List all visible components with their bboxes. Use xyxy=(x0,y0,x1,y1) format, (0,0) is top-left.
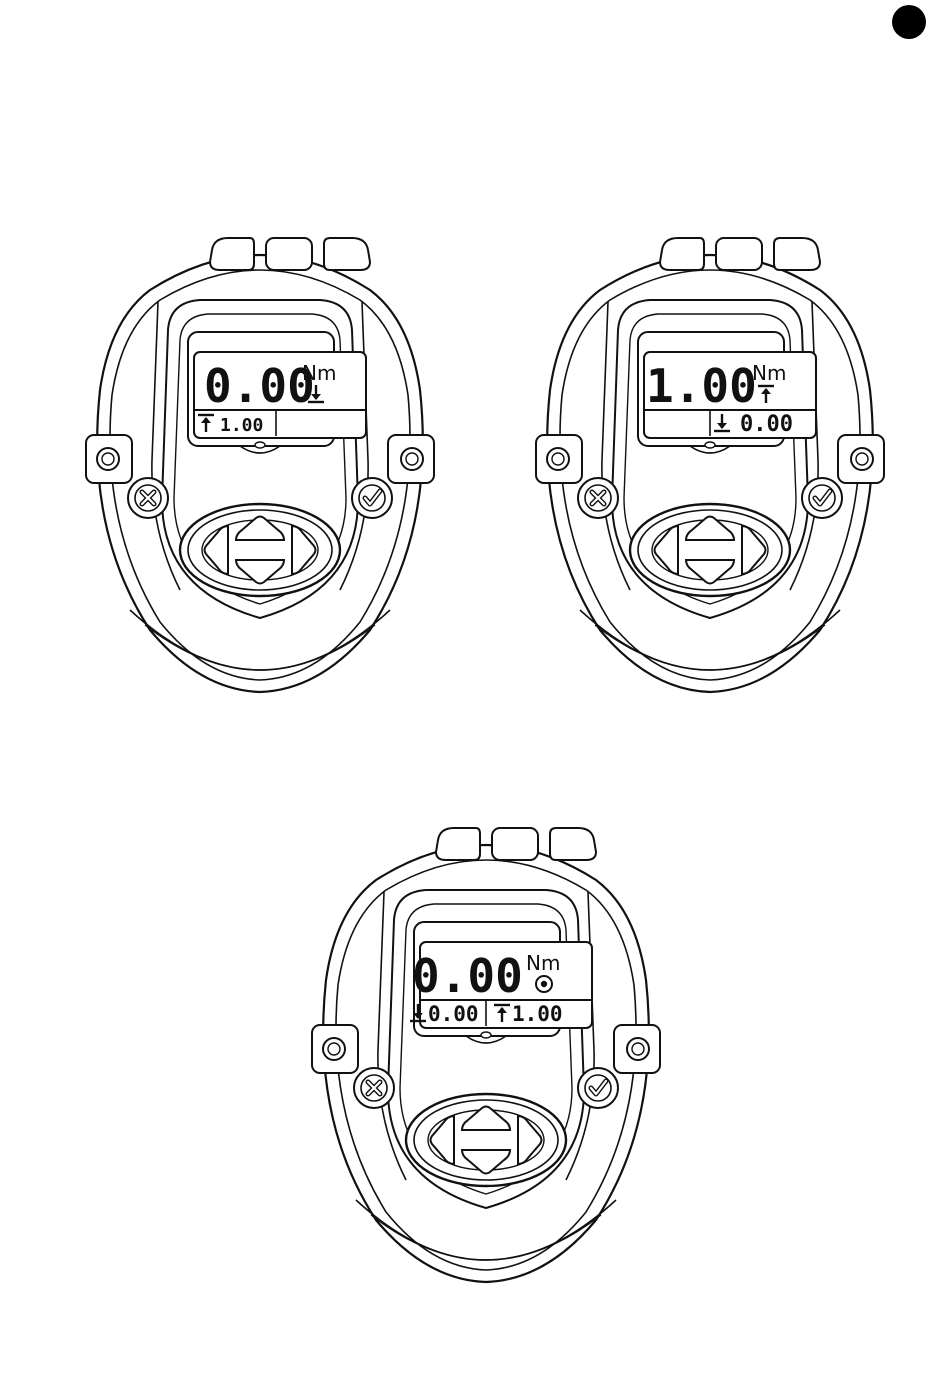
unit-label: Nm xyxy=(526,951,560,975)
unit-label: Nm xyxy=(302,361,336,385)
cross-circle-icon[interactable] xyxy=(585,485,611,511)
sub-left-value: 1.00 xyxy=(220,415,263,436)
sub-right-value: 1.00 xyxy=(512,1002,563,1026)
check-circle-icon[interactable] xyxy=(359,485,385,511)
device-top-right: 1.00 Nm 0.00 xyxy=(536,238,884,692)
unit-label: Nm xyxy=(752,361,786,385)
main-reading: 1.00 xyxy=(646,359,757,413)
check-circle-icon[interactable] xyxy=(585,1075,611,1101)
cross-circle-icon[interactable] xyxy=(361,1075,387,1101)
device-bottom: 0.00 Nm 0.00 1.00 xyxy=(312,828,660,1282)
main-reading: 0.00 xyxy=(204,359,315,413)
cross-circle-icon[interactable] xyxy=(135,485,161,511)
device-top-left: 0.00 Nm 1.00 xyxy=(86,238,434,692)
sub-right-value: 0.00 xyxy=(740,412,793,437)
sub-left-value: 0.00 xyxy=(428,1002,479,1026)
check-circle-icon[interactable] xyxy=(809,485,835,511)
corner-marker xyxy=(892,5,926,39)
main-reading: 0.00 xyxy=(412,949,523,1003)
